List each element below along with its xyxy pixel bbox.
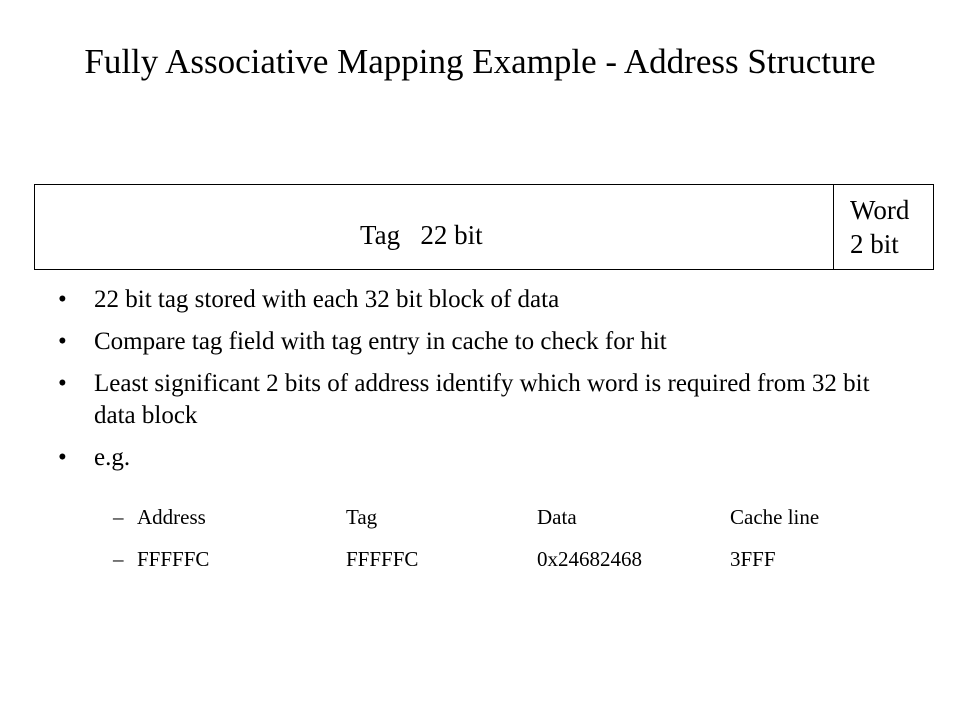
slide-title: Fully Associative Mapping Example - Addr…: [84, 42, 876, 81]
example-tag-value: FFFFFC: [346, 547, 419, 571]
example-cache-line-value: 3FFF: [730, 547, 776, 571]
example-header-row: – Address Tag Data Cache line: [113, 503, 913, 531]
sub-bullet-dash: –: [113, 505, 124, 529]
bullet-text: Compare tag field with tag entry in cach…: [94, 328, 667, 355]
example-header-tag: Tag: [346, 505, 378, 529]
example-value-row: – FFFFFC FFFFFC 0x24682468 3FFF: [113, 545, 913, 573]
tag-field-label: Tag 22 bit: [360, 220, 483, 250]
word-field-size: 2 bit: [850, 229, 899, 259]
sub-bullet-dash: –: [113, 547, 124, 571]
example-header-data: Data: [537, 505, 577, 529]
bullet-item: • Compare tag field with tag entry in ca…: [58, 326, 878, 358]
word-field: Word 2 bit: [850, 193, 909, 261]
bullet-text: 22 bit tag stored with each 32 bit block…: [94, 286, 560, 313]
example-header-cache-line: Cache line: [730, 505, 820, 529]
bullet-item: • e.g.: [58, 442, 878, 474]
example-address-value: FFFFFC: [137, 547, 210, 571]
word-field-label: Word: [850, 195, 910, 225]
bullet-text: Least significant 2 bits of address iden…: [94, 370, 870, 429]
tag-field: Tag 22 bit: [35, 185, 834, 269]
bullet-list: • 22 bit tag stored with each 32 bit blo…: [58, 284, 878, 484]
bullet-item: • Least significant 2 bits of address id…: [58, 368, 878, 432]
bullet-item: • 22 bit tag stored with each 32 bit blo…: [58, 284, 878, 316]
bullet-text: e.g.: [94, 444, 131, 471]
bullet-marker: •: [58, 328, 67, 355]
example-header-address: Address: [137, 505, 206, 529]
bullet-marker: •: [58, 444, 67, 471]
example-data-value: 0x24682468: [537, 547, 642, 571]
bullet-marker: •: [58, 286, 67, 313]
address-structure-diagram: Tag 22 bit Word 2 bit: [34, 184, 934, 270]
bullet-marker: •: [58, 370, 67, 397]
